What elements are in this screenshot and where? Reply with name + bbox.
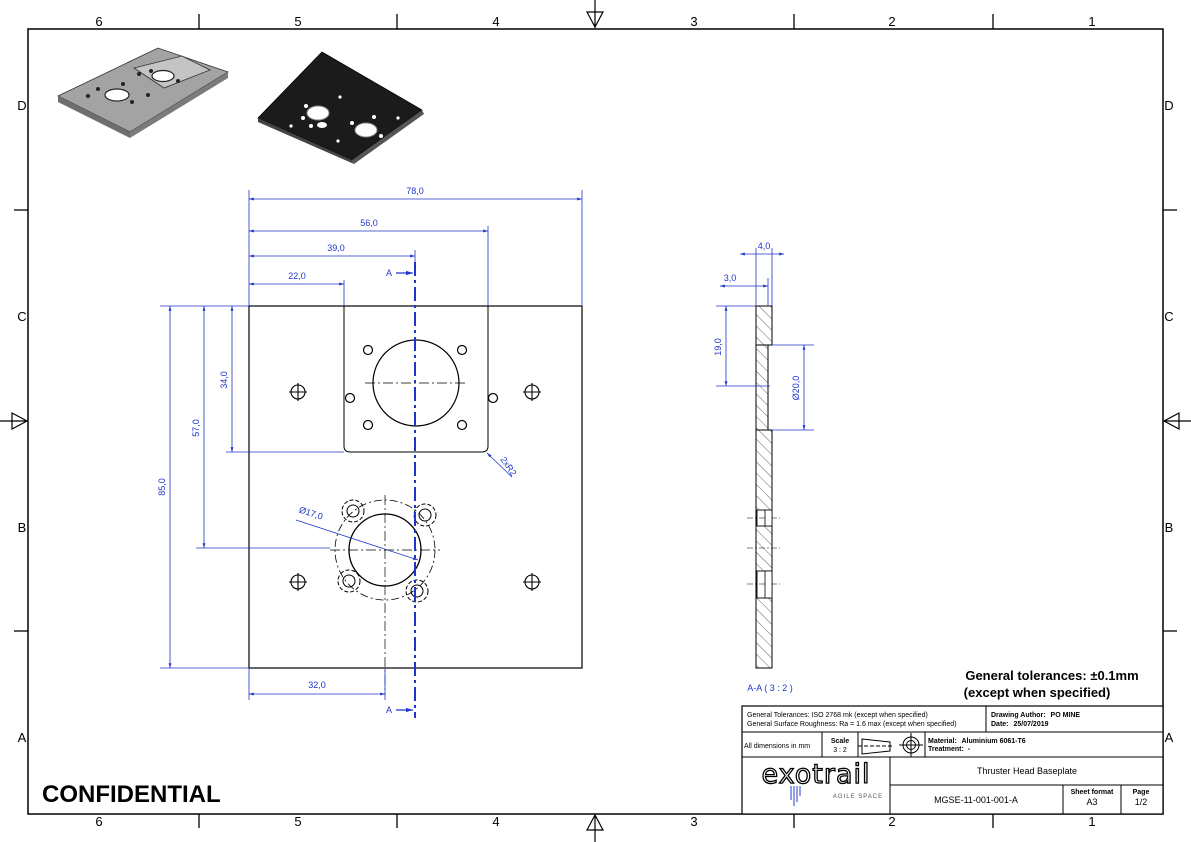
pocket-outline: [343, 306, 489, 453]
zone-col-3-top: 3: [690, 14, 697, 29]
tolerance-note-1: General Tolerances: ISO 2768 mk (except …: [747, 712, 928, 719]
dim-side-19: 19,0: [713, 338, 723, 356]
mounting-holes: [289, 383, 541, 591]
section-view: [747, 305, 780, 669]
dim-side-3: 3,0: [724, 273, 737, 283]
zone-col-2-bottom: 2: [888, 814, 895, 829]
logo-tagline: AGILE SPACE: [833, 794, 883, 800]
dim-85: 85,0: [157, 478, 167, 496]
zone-col-2-top: 2: [888, 14, 895, 29]
part-number: MGSE-11-001-001-A: [934, 795, 1018, 805]
material-value: Aluminium 6061-T6: [961, 738, 1025, 745]
general-tolerances-line1: General tolerances: ±0.1mm: [965, 668, 1138, 683]
dim-57: 57,0: [191, 419, 201, 437]
zone-col-4-top: 4: [492, 14, 499, 29]
isometric-view-bottom: [257, 51, 424, 164]
dim-39: 39,0: [327, 243, 345, 253]
zone-col-1-bottom: 1: [1088, 814, 1095, 829]
sheet-format-label: Sheet format: [1071, 789, 1114, 796]
zone-col-5-top: 5: [294, 14, 301, 29]
drawing-frame: [14, 14, 1177, 828]
treatment-row: Treatment: -: [928, 746, 971, 753]
zone-col-3-bottom: 3: [690, 814, 697, 829]
section-line-a: A A: [386, 262, 416, 718]
general-tolerances-line2: (except when specified): [964, 685, 1111, 700]
zone-col-4-bottom: 4: [492, 814, 499, 829]
sheet-format-value: A3: [1086, 797, 1097, 807]
material-row: Material: Aluminium 6061-T6: [928, 738, 1026, 745]
zone-col-6-bottom: 6: [95, 814, 102, 829]
dim-34: 34,0: [219, 371, 229, 389]
date-value: 25/07/2019: [1013, 721, 1048, 728]
zone-col-6-top: 6: [95, 14, 102, 29]
dim-56: 56,0: [360, 218, 378, 228]
scale-label: Scale: [831, 738, 849, 745]
page-label: Page: [1133, 789, 1150, 796]
material-label: Material:: [928, 738, 957, 745]
zone-row-b-left: B: [18, 520, 27, 535]
date-row: Date: 25/07/2019: [991, 721, 1049, 728]
front-dimension-labels: 78,0 56,0 39,0 22,0 32,0 85,0 57,0 34,0 …: [157, 186, 519, 690]
treatment-value: -: [968, 746, 971, 753]
zone-row-d-left: D: [17, 98, 26, 113]
general-tolerances: General tolerances: ±0.1mm (except when …: [964, 668, 1139, 700]
zone-row-a-right: A: [1165, 730, 1174, 745]
section-label-bottom: A: [386, 705, 392, 715]
scale-value: 3 : 2: [833, 747, 847, 754]
section-dimensions: [716, 248, 814, 431]
isometric-view-top: [57, 47, 229, 138]
zone-row-c-right: C: [1164, 309, 1173, 324]
exotrail-logo: exotrail AGILE SPACE: [761, 758, 883, 806]
confidential-label: CONFIDENTIAL: [42, 781, 221, 808]
author-value: PO MINE: [1051, 712, 1081, 719]
dim-32: 32,0: [308, 680, 326, 690]
section-label-top: A: [386, 268, 392, 278]
dim-side-4: 4,0: [758, 241, 771, 251]
zone-labels: 6 5 4 3 2 1 6 5 4 3 2 1 D C B A D C B A: [17, 14, 1173, 829]
logo-mark: [790, 786, 801, 806]
dim-side-d20: Ø20,0: [791, 376, 801, 401]
author-label: Drawing Author:: [991, 712, 1046, 719]
dim-22: 22,0: [288, 271, 306, 281]
projection-symbol-icon: [858, 733, 923, 757]
tolerance-note-2: General Surface Roughness: Ra = 1.6 max …: [747, 721, 957, 728]
zone-col-1-top: 1: [1088, 14, 1095, 29]
logo-text: exotrail: [761, 759, 870, 790]
dimensions-note: All dimensions in mm: [744, 743, 810, 750]
zone-row-d-right: D: [1164, 98, 1173, 113]
part-title: Thruster Head Baseplate: [977, 766, 1077, 776]
date-label: Date:: [991, 721, 1009, 728]
page-value: 1/2: [1135, 797, 1148, 807]
front-view: A A: [248, 262, 583, 718]
author-row: Drawing Author: PO MINE: [991, 712, 1080, 719]
dim-diameter-17: Ø17,0: [298, 505, 324, 522]
zone-row-b-right: B: [1165, 520, 1174, 535]
title-block: General Tolerances: ISO 2768 mk (except …: [741, 705, 1164, 815]
treatment-label: Treatment:: [928, 746, 964, 753]
dim-78: 78,0: [406, 186, 424, 196]
zone-row-c-left: C: [17, 309, 26, 324]
zone-col-5-bottom: 5: [294, 814, 301, 829]
front-dimensions: [160, 190, 583, 700]
section-view-label: A-A ( 3 : 2 ): [747, 683, 793, 693]
section-dimension-labels: 4,0 3,0 19,0 Ø20,0 A-A ( 3 : 2 ): [713, 241, 801, 693]
zone-row-a-left: A: [18, 730, 27, 745]
